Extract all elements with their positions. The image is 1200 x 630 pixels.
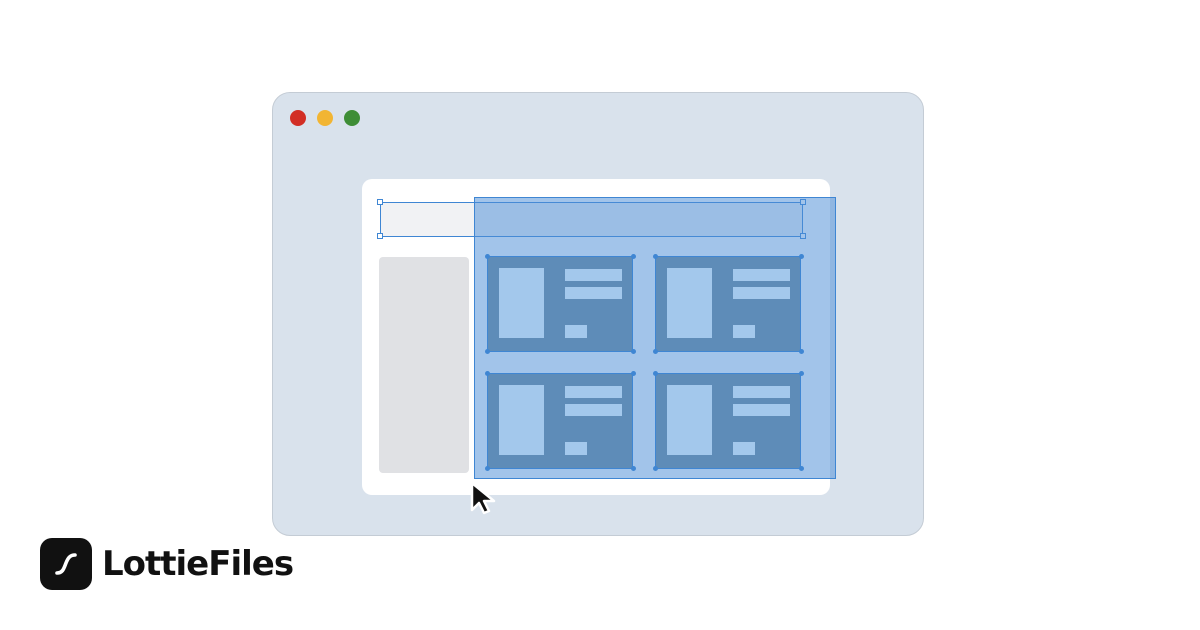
- content-card[interactable]: [655, 256, 801, 352]
- arrow-cursor-icon: [470, 481, 496, 515]
- selection-corner: [485, 371, 490, 376]
- card-button-placeholder: [565, 325, 587, 338]
- card-title-placeholder: [733, 386, 790, 398]
- selection-corner: [799, 349, 804, 354]
- selection-corner: [631, 466, 636, 471]
- card-text-placeholder: [565, 287, 622, 299]
- card-thumbnail: [667, 385, 712, 455]
- minimize-window-dot[interactable]: [317, 110, 333, 126]
- selection-corner: [653, 371, 658, 376]
- brand-name: LottieFiles: [102, 544, 294, 584]
- card-text-placeholder: [733, 287, 790, 299]
- resize-handle[interactable]: [377, 233, 383, 239]
- resize-handle[interactable]: [377, 199, 383, 205]
- selection-corner: [485, 466, 490, 471]
- card-thumbnail: [667, 268, 712, 338]
- selection-corner: [653, 349, 658, 354]
- lottiefiles-logo-icon: [40, 538, 92, 590]
- selection-corner: [485, 254, 490, 259]
- selection-corner: [631, 254, 636, 259]
- content-card[interactable]: [487, 256, 633, 352]
- card-title-placeholder: [733, 269, 790, 281]
- brand[interactable]: LottieFiles: [40, 538, 294, 590]
- content-card[interactable]: [655, 373, 801, 469]
- selection-corner: [799, 371, 804, 376]
- card-title-placeholder: [565, 386, 622, 398]
- selection-corner: [631, 371, 636, 376]
- card-title-placeholder: [565, 269, 622, 281]
- selection-corner: [653, 254, 658, 259]
- close-window-dot[interactable]: [290, 110, 306, 126]
- card-text-placeholder: [733, 404, 790, 416]
- card-text-placeholder: [565, 404, 622, 416]
- card-button-placeholder: [733, 442, 755, 455]
- selection-corner: [653, 466, 658, 471]
- selection-corner: [631, 349, 636, 354]
- card-thumbnail: [499, 268, 544, 338]
- card-button-placeholder: [733, 325, 755, 338]
- selection-corner: [799, 466, 804, 471]
- selection-corner: [799, 254, 804, 259]
- card-button-placeholder: [565, 442, 587, 455]
- maximize-window-dot[interactable]: [344, 110, 360, 126]
- card-thumbnail: [499, 385, 544, 455]
- sidebar-placeholder: [379, 257, 469, 473]
- selection-corner: [485, 349, 490, 354]
- content-card[interactable]: [487, 373, 633, 469]
